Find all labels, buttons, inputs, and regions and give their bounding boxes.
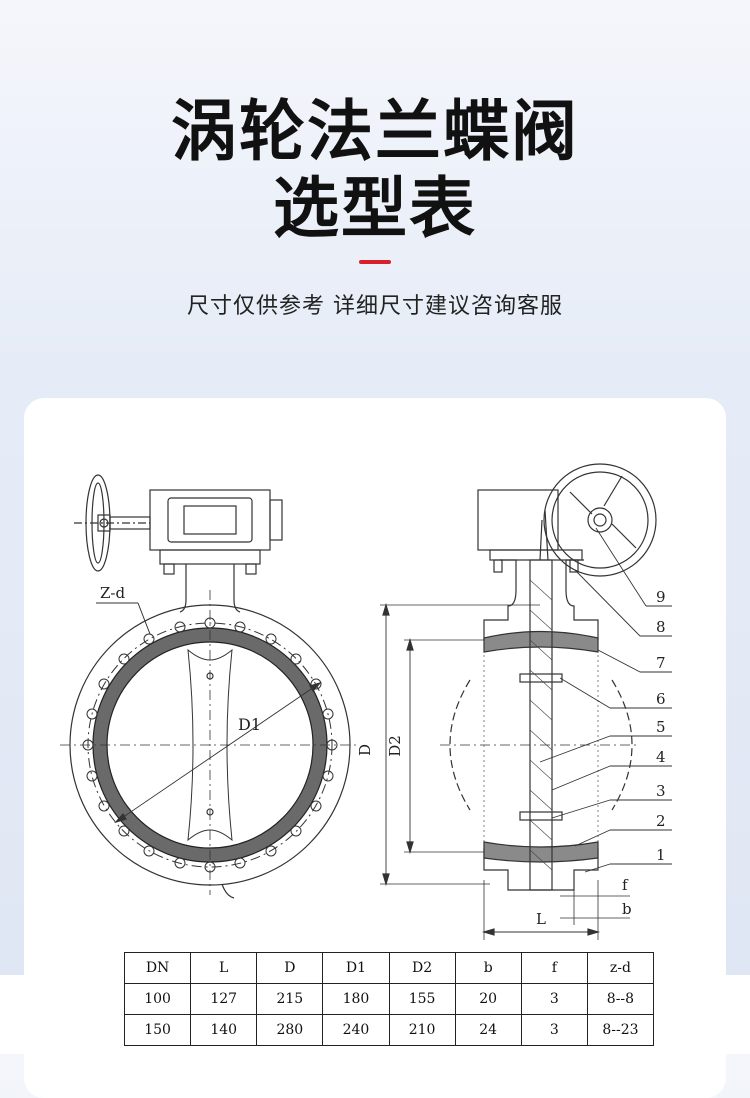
spec-table: DN L D D1 D2 b f z-d 100 127 215 180 155…: [123, 952, 655, 1046]
table-cell: 24: [454, 1014, 522, 1046]
gearbox-base: [159, 549, 261, 565]
label-d2: D2: [386, 735, 404, 757]
part-numbers: 1 2 3 4 5 6 7 8 9: [656, 588, 666, 864]
page-title-line2: 选型表: [273, 170, 477, 247]
part-number-6: 6: [656, 690, 666, 708]
table-header-row: DN L D D1 D2 b f z-d: [123, 952, 655, 984]
table-header-cell: D1: [322, 952, 390, 984]
part-leaders: [539, 527, 672, 873]
page-title-line1: 涡轮法兰蝶阀: [171, 93, 579, 170]
table-cell: 3: [520, 983, 588, 1015]
label-d: D: [356, 744, 374, 756]
table-header-cell: DN: [123, 952, 192, 984]
table-cell: 280: [256, 1014, 324, 1046]
bottom-band-right: [654, 975, 750, 1054]
label-d1: D1: [238, 715, 261, 734]
title-divider: [359, 260, 391, 264]
table-cell: 215: [256, 983, 324, 1015]
table-cell: 8--8: [586, 983, 655, 1015]
part-number-7: 7: [656, 654, 666, 672]
table-header-cell: z-d: [586, 952, 655, 984]
part-number-2: 2: [656, 812, 666, 830]
table-cell: 3: [520, 1014, 588, 1046]
table-cell: 155: [388, 983, 456, 1015]
part-number-3: 3: [656, 782, 666, 800]
page-subtitle: 尺寸仅供参考 详细尺寸建议咨询客服: [187, 294, 563, 319]
table-cell: 8--23: [586, 1014, 655, 1046]
table-row: 100 127 215 180 155 20 3 8--8: [123, 983, 655, 1015]
stem: [529, 559, 553, 891]
label-zd: Z-d: [100, 584, 125, 602]
table-cell: 240: [322, 1014, 390, 1046]
part-number-4: 4: [656, 748, 666, 766]
side-view: [380, 463, 672, 940]
label-l: L: [536, 910, 546, 928]
side-handwheel: [543, 463, 657, 577]
table-cell: 180: [322, 983, 390, 1015]
front-view: [60, 474, 360, 899]
table-header-cell: b: [454, 952, 522, 984]
table-cell: 150: [123, 1014, 192, 1046]
label-f: f: [622, 876, 629, 894]
part-number-8: 8: [656, 618, 666, 636]
table-row: 150 140 280 240 210 24 3 8--23: [123, 1014, 655, 1046]
bottom-band-left: [0, 975, 124, 1054]
label-b: b: [622, 900, 632, 918]
table-header-cell: f: [520, 952, 588, 984]
part-number-5: 5: [656, 718, 666, 736]
table-cell: 100: [123, 983, 192, 1015]
table-header-cell: D: [256, 952, 324, 984]
table-cell: 210: [388, 1014, 456, 1046]
part-number-1: 1: [656, 846, 666, 864]
part-number-9: 9: [656, 588, 666, 606]
table-cell: 140: [190, 1014, 258, 1046]
valve-technical-drawing: Z-d D1: [60, 463, 672, 940]
table-cell: 127: [190, 983, 258, 1015]
table-header-cell: D2: [388, 952, 456, 984]
table-header-cell: L: [190, 952, 258, 984]
bolt-holes: [82, 617, 338, 873]
table-cell: 20: [454, 983, 522, 1015]
